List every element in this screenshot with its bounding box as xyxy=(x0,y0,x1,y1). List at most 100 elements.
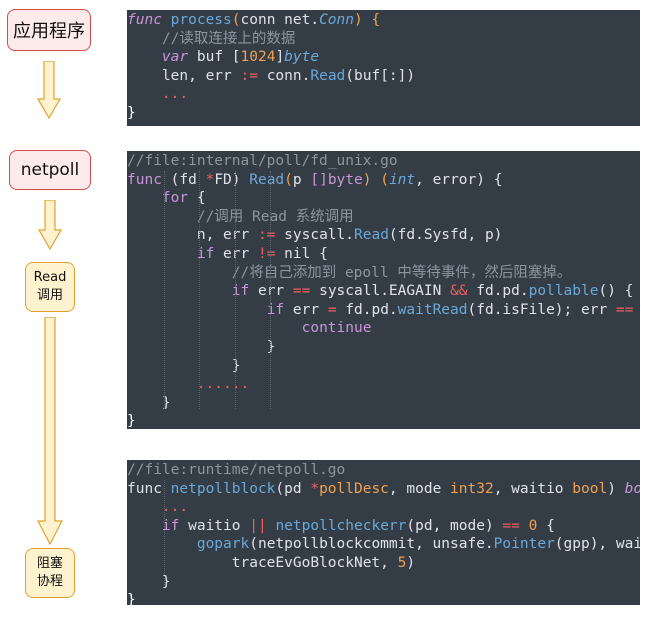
code-line: } xyxy=(127,591,640,605)
code-token: , waitio xyxy=(493,480,573,497)
code-token: || xyxy=(249,517,267,534)
code-token: , mode xyxy=(388,480,451,497)
code-token: gopark xyxy=(196,536,250,553)
code-token: waitio xyxy=(179,517,250,534)
code-token: 1024 xyxy=(240,49,276,66)
code-token: netpollcheckerr xyxy=(275,517,407,534)
code-token: if xyxy=(231,283,250,300)
code-token: n, err xyxy=(127,227,258,244)
code-token: int32 xyxy=(450,480,494,497)
code-token: (pd xyxy=(275,480,311,497)
code-token: Pointer xyxy=(493,536,555,553)
code-line: gopark(netpollblockcommit, unsafe.Pointe… xyxy=(127,535,640,554)
code-token: Conn xyxy=(319,12,354,28)
read-call-node: Read 调用 xyxy=(25,262,75,312)
code-token: Read xyxy=(249,171,285,188)
code-token: 0 xyxy=(528,517,538,534)
indent-guide xyxy=(235,171,236,409)
code-line: ... xyxy=(127,85,640,104)
code-token: == xyxy=(615,301,634,318)
code-line: func netpollblock(pd *pollDesc, mode int… xyxy=(127,480,640,499)
code-token: Read xyxy=(310,67,346,84)
code-line: if waitio || netpollcheckerr(pd, mode) =… xyxy=(127,517,640,536)
code-token: ... xyxy=(161,499,189,516)
code-token: { xyxy=(537,517,555,534)
code-token xyxy=(127,86,162,102)
code-token: err xyxy=(249,283,293,300)
code-token: conn net. xyxy=(240,12,320,28)
code-token: 5 xyxy=(397,554,407,571)
code-token: } xyxy=(127,357,241,374)
code-line: traceEvGoBlockNet, 5) xyxy=(127,554,640,573)
code-token: buf [ xyxy=(188,49,241,66)
code-token: bool xyxy=(572,480,608,497)
code-line: } xyxy=(127,412,640,429)
code-token: () { xyxy=(598,283,634,300)
code-line: func (fd *FD) Read(p []byte) (int, error… xyxy=(127,171,640,190)
code-line: //file:internal/poll/fd_unix.go xyxy=(127,152,640,171)
code-token xyxy=(127,302,267,318)
code-token xyxy=(162,12,171,28)
code-token: for xyxy=(161,190,189,207)
code-token: != xyxy=(257,245,276,262)
code-token: ... xyxy=(161,86,189,103)
code-token: //将自己添加到 epoll 中等待事件，然后阻塞掉。 xyxy=(231,264,572,281)
code-token: FD) xyxy=(214,171,250,188)
code-token: && xyxy=(450,283,468,300)
code-token: ( xyxy=(284,171,293,188)
code-token: process xyxy=(170,12,232,28)
code-token: if xyxy=(266,301,285,318)
code-token: int xyxy=(388,171,416,188)
code-token: } xyxy=(127,413,136,429)
code-token xyxy=(127,536,197,552)
netpoll-node-label: netpoll xyxy=(20,160,80,180)
code-token: (fd.isFile); err xyxy=(467,301,616,318)
code-block-process: func process(conn net.Conn) { //读取连接上的数据… xyxy=(127,10,640,126)
code-token: byte xyxy=(284,49,320,66)
code-token: p xyxy=(292,171,311,188)
code-token xyxy=(127,518,162,534)
code-token: ) ( xyxy=(362,171,389,188)
code-line: continue xyxy=(127,319,640,338)
arrow-down-icon xyxy=(38,200,62,250)
code-token: len, err xyxy=(127,67,241,84)
read-call-label-1: Read xyxy=(33,270,67,285)
code-token: []byte xyxy=(310,171,363,188)
code-token: (buf[:]) xyxy=(345,67,416,84)
code-token: ...... xyxy=(196,376,250,393)
code-token: ( xyxy=(231,12,241,28)
code-token: err xyxy=(284,301,328,318)
code-token: continue xyxy=(301,320,372,337)
code-line: //file:runtime/netpoll.go xyxy=(127,461,640,480)
code-token: bool xyxy=(624,480,640,497)
code-line: ... xyxy=(127,498,640,517)
code-token: syscall. xyxy=(275,227,354,244)
code-token xyxy=(127,499,162,515)
code-token: pollDesc xyxy=(319,480,389,497)
code-token: } xyxy=(127,338,276,355)
code-token: netpollblock xyxy=(170,480,276,497)
code-line: } xyxy=(127,104,640,123)
code-token: if xyxy=(161,517,180,534)
code-token xyxy=(127,246,197,262)
code-token: (fd xyxy=(161,171,206,188)
code-token xyxy=(127,31,162,47)
code-token: //调用 Read 系统调用 xyxy=(196,208,354,225)
indent-guide xyxy=(270,171,271,409)
code-token: nil { xyxy=(633,302,640,318)
arrow-down-icon xyxy=(37,61,61,119)
code-token: func xyxy=(127,171,162,188)
code-line: if err = fd.pd.waitRead(fd.isFile); err … xyxy=(127,301,640,320)
code-token: var xyxy=(161,49,189,66)
code-line: for { xyxy=(127,189,640,208)
code-line: } xyxy=(127,338,640,357)
code-line: var buf [1024]byte xyxy=(127,48,640,67)
code-token: } xyxy=(127,104,136,121)
code-token: nil { xyxy=(275,245,328,262)
code-token: syscall.EAGAIN xyxy=(310,283,451,300)
indent-guide xyxy=(164,171,165,409)
code-token: fd.pd. xyxy=(336,301,398,318)
code-line: if err != nil { xyxy=(127,245,640,264)
